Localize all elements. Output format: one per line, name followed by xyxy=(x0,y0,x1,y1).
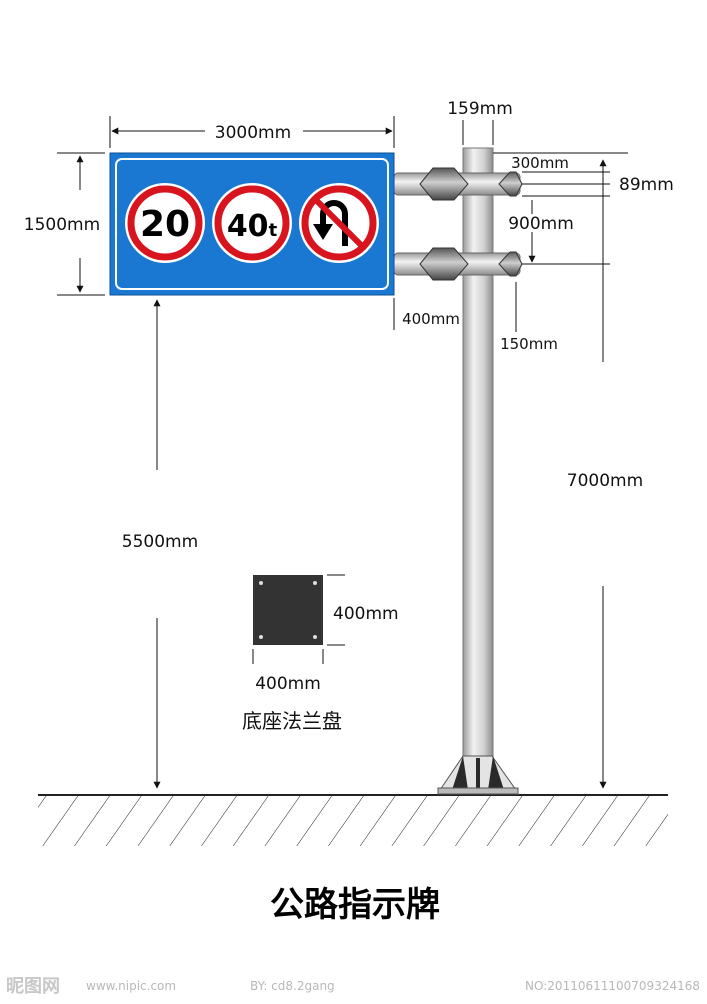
footer-logo: 昵图网 xyxy=(6,976,60,997)
footer-code: NO:20110611100709324168 xyxy=(525,979,700,993)
sign-height-label: 1500mm xyxy=(24,215,100,235)
arm-offset-label: 89mm xyxy=(619,175,674,195)
pole-diameter-label: 159mm xyxy=(447,99,513,119)
weight-limit-sign: 40t xyxy=(212,183,292,263)
footer-url: www.nipic.com xyxy=(86,979,176,993)
arm-spacing-top-label: 300mm xyxy=(511,154,569,172)
arm-gap-label: 150mm xyxy=(500,335,558,353)
upper-arm xyxy=(393,167,523,201)
pole-height-label: 7000mm xyxy=(567,471,643,491)
page-title: 公路指示牌 xyxy=(270,885,440,925)
no-u-turn-icon xyxy=(313,200,348,246)
arm-spacing-label: 900mm xyxy=(508,214,574,234)
pole xyxy=(437,147,519,795)
sign-board: 20 40t xyxy=(109,152,395,296)
clearance-label: 5500mm xyxy=(122,532,198,552)
ground xyxy=(38,794,668,846)
weight-limit-label: 40t xyxy=(227,209,278,244)
speed-limit-text: 20 xyxy=(140,204,190,245)
footer: 昵图网 www.nipic.com BY: cd8.2gang NO:20110… xyxy=(6,976,700,997)
footer-author: BY: cd8.2gang xyxy=(250,979,335,993)
speed-limit-sign: 20 xyxy=(125,183,205,263)
flange-width-label: 400mm xyxy=(255,674,321,694)
no-u-turn-sign xyxy=(299,183,379,263)
weight-limit-unit: t xyxy=(269,220,278,241)
arm-length-label: 400mm xyxy=(402,310,460,328)
flange-height-label: 400mm xyxy=(333,604,399,624)
sign-width-label: 3000mm xyxy=(215,123,291,143)
lower-arm xyxy=(393,247,523,281)
dimension-labels: 3000mm 1500mm 159mm 300mm 89mm 900mm 400… xyxy=(24,99,674,694)
flange-caption: 底座法兰盘 xyxy=(242,709,342,733)
dimension-lines xyxy=(57,116,628,789)
base-flange xyxy=(253,575,323,645)
weight-limit-text: 40 xyxy=(227,209,269,244)
